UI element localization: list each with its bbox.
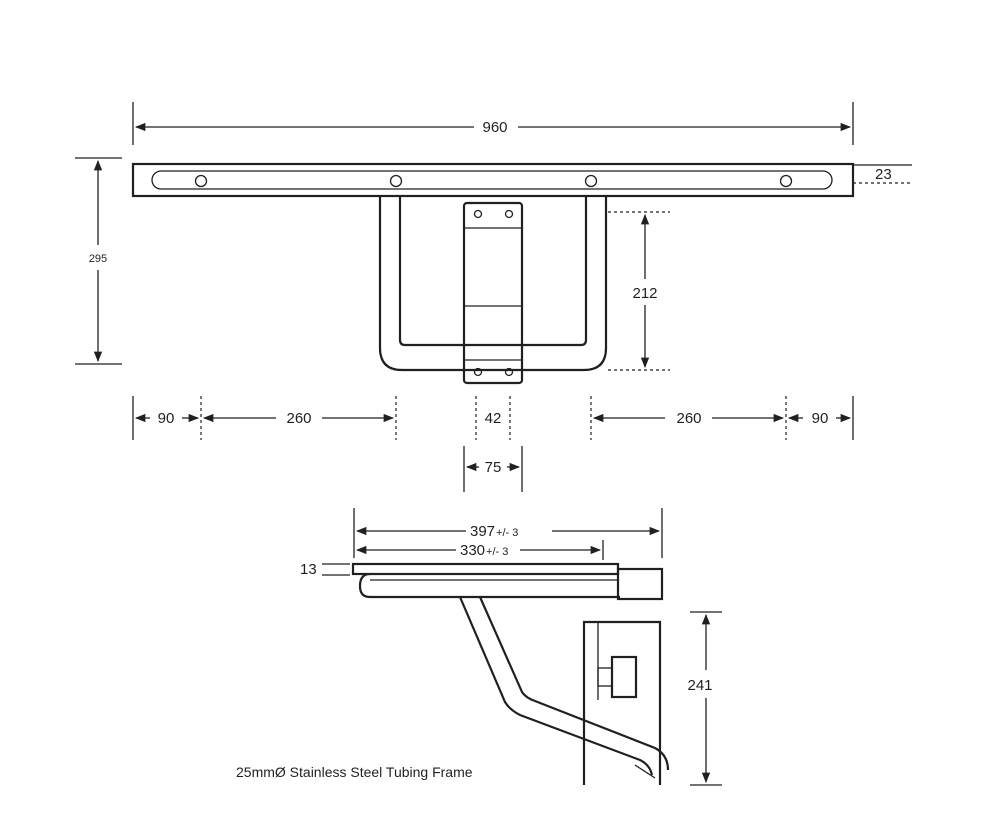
seat-depth-text: 397+/- 3	[470, 523, 518, 540]
bracket-plate	[610, 655, 638, 699]
right-end-label: 90	[812, 410, 829, 427]
mounting-hole	[389, 174, 403, 188]
plate-holes-label: 42	[485, 410, 502, 427]
mounting-hole	[584, 174, 598, 188]
right-span-label: 260	[676, 410, 701, 427]
support-plate	[462, 201, 524, 385]
wall-rail	[131, 162, 855, 198]
tube-frame-inner	[398, 196, 588, 347]
overall-width-label: 960	[482, 119, 507, 136]
left-end-label: 90	[158, 410, 175, 427]
plate-bolt	[473, 367, 483, 377]
plate-bolt	[504, 209, 514, 219]
tube-end	[634, 764, 656, 779]
frame-caption: 25mmØ Stainless Steel Tubing Frame	[236, 764, 473, 780]
seat-inner-label: 330	[460, 542, 485, 559]
seat-depth-label: 397	[470, 523, 495, 540]
diagonal-tube-inner	[478, 596, 670, 771]
rail-slot	[151, 170, 833, 190]
plate-bolt	[504, 367, 514, 377]
total-depth-label: 295	[89, 253, 107, 265]
tube-drop-label: 212	[632, 285, 657, 302]
seat-inner-tolerance: +/- 3	[486, 546, 508, 558]
seat-board	[351, 562, 620, 576]
mounting-hole	[194, 174, 208, 188]
seat-thickness-label: 13	[300, 561, 317, 578]
tube-frame-outer	[378, 196, 608, 372]
hinge-block	[616, 567, 664, 601]
bracket-bolt	[597, 667, 613, 687]
left-span-label: 260	[286, 410, 311, 427]
mounting-hole	[779, 174, 793, 188]
plate-bolt	[473, 209, 483, 219]
rail-height-label: 23	[875, 166, 892, 183]
top-view: 960 23 295 212	[75, 102, 912, 492]
seat-inner-text: 330+/- 3	[460, 542, 508, 559]
side-height-label: 241	[687, 677, 712, 694]
seat-tube-outer	[358, 572, 620, 599]
plate-width-label: 75	[485, 459, 502, 476]
diagonal-tube-outer	[458, 596, 654, 776]
side-view: 397+/- 3 330+/- 3 13 241	[300, 508, 722, 786]
seat-depth-tolerance: +/- 3	[496, 527, 518, 539]
wall-bracket	[582, 620, 662, 785]
